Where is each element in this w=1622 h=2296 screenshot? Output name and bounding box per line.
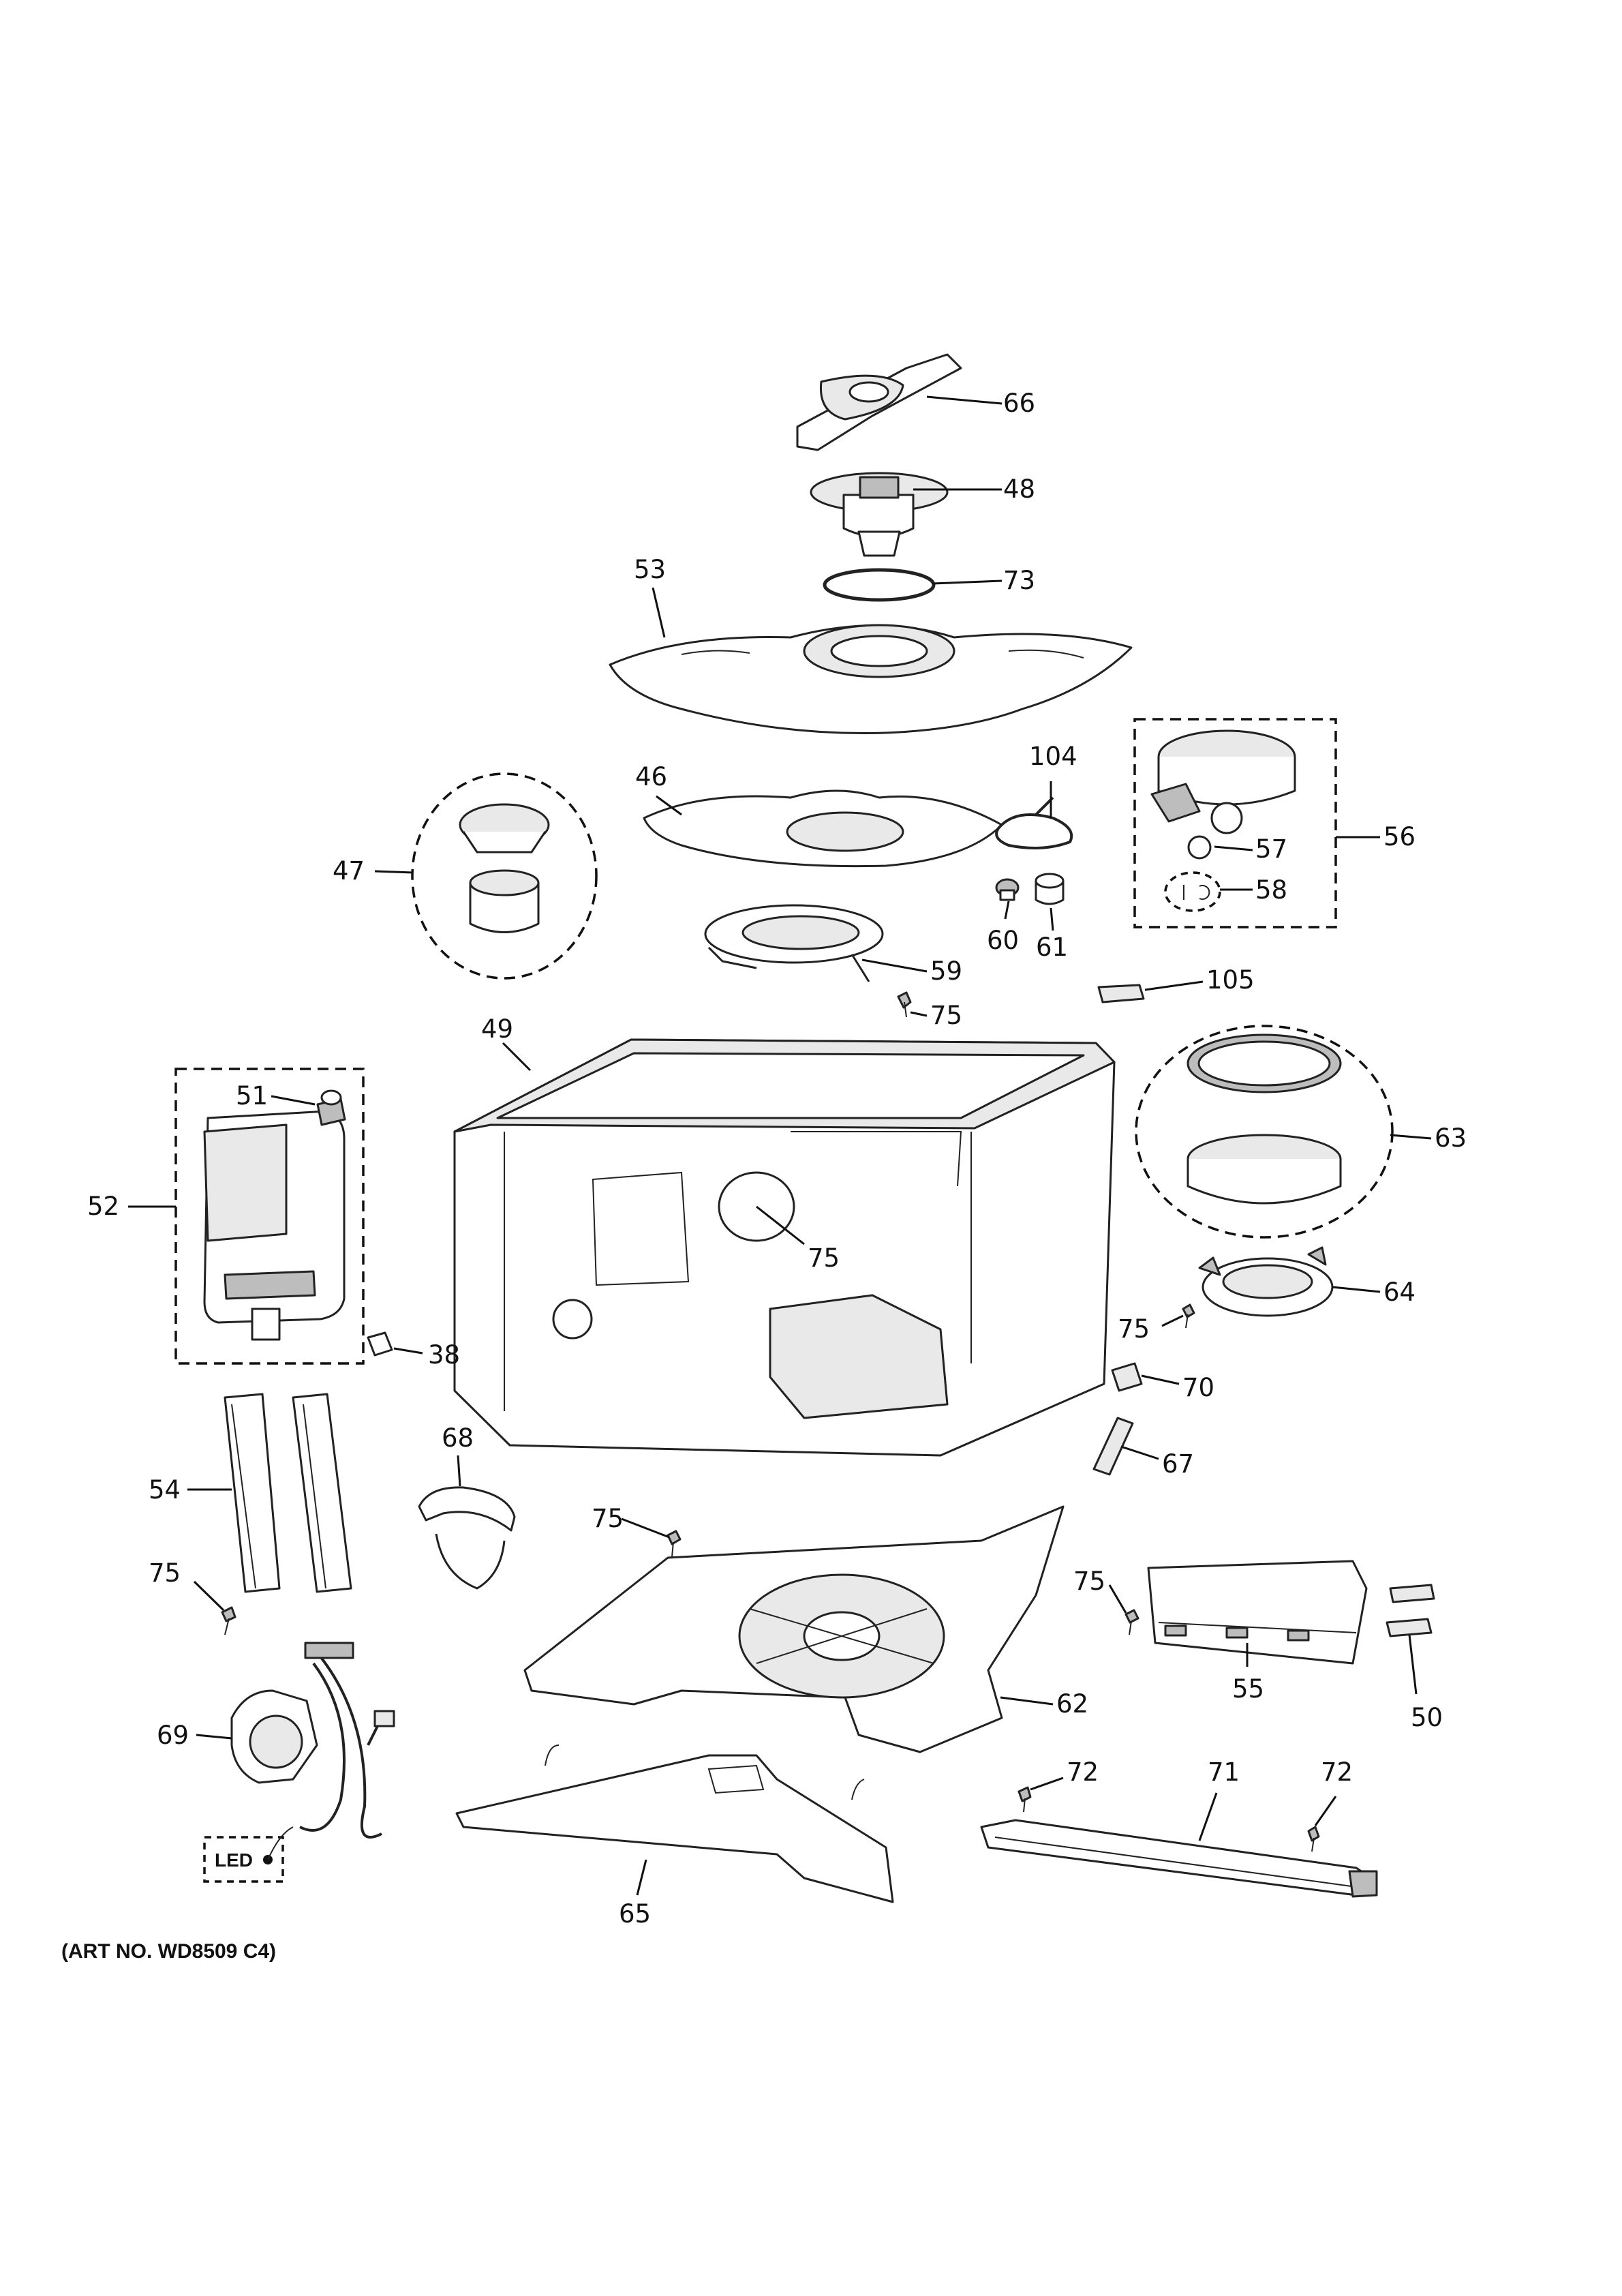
- part-50[interactable]: [1386, 1584, 1435, 1637]
- callout-69: 69: [157, 1721, 189, 1750]
- callout-48: 48: [1003, 474, 1035, 504]
- part-61[interactable]: [1035, 873, 1065, 905]
- group-56[interactable]: [1133, 718, 1337, 928]
- part-62[interactable]: [523, 1505, 1065, 1753]
- callout-62: 62: [1056, 1689, 1088, 1719]
- callout-64: 64: [1383, 1278, 1416, 1307]
- screw-75d[interactable]: [221, 1606, 236, 1635]
- o-ring-73[interactable]: [823, 568, 936, 602]
- part-51[interactable]: [316, 1089, 346, 1126]
- callout-52: 52: [87, 1192, 119, 1221]
- callout-59: 59: [930, 956, 962, 986]
- callout-75-a: 75: [930, 1001, 962, 1030]
- callout-54: 54: [149, 1475, 181, 1505]
- callout-53: 53: [634, 555, 666, 584]
- callout-104: 104: [1029, 742, 1077, 771]
- callout-72-b: 72: [1321, 1757, 1353, 1787]
- callout-55: 55: [1232, 1674, 1264, 1704]
- callout-49: 49: [481, 1014, 513, 1044]
- part-105[interactable]: [1097, 984, 1145, 1003]
- callout-56: 56: [1383, 822, 1416, 851]
- filter-46[interactable]: [643, 789, 1003, 868]
- callout-66: 66: [1003, 389, 1035, 418]
- callout-58: 58: [1255, 875, 1287, 905]
- sump-cover-53[interactable]: [609, 624, 1133, 735]
- ring-mount-59[interactable]: [704, 904, 884, 982]
- screw-75e[interactable]: [667, 1530, 682, 1558]
- tub-49[interactable]: [453, 1038, 1116, 1457]
- callout-38: 38: [428, 1340, 460, 1370]
- callout-68: 68: [442, 1423, 474, 1453]
- callout-75-d: 75: [149, 1558, 181, 1588]
- part-64[interactable]: [1198, 1246, 1334, 1317]
- screw-72b[interactable]: [1307, 1826, 1320, 1852]
- part-68[interactable]: [418, 1486, 516, 1590]
- screw-75f[interactable]: [1124, 1609, 1139, 1635]
- part-38[interactable]: [367, 1331, 393, 1357]
- group-63[interactable]: [1135, 1025, 1394, 1239]
- group-47[interactable]: [411, 772, 598, 980]
- callout-75-b: 75: [808, 1243, 840, 1273]
- spray-arm-66[interactable]: [796, 353, 962, 451]
- art-number: (ART NO. WD8509 C4): [61, 1940, 276, 1963]
- callout-57: 57: [1255, 834, 1287, 864]
- callout-61: 61: [1036, 933, 1068, 962]
- part-55[interactable]: [1147, 1560, 1368, 1665]
- callout-46: 46: [635, 762, 667, 791]
- callout-75-c: 75: [1118, 1314, 1150, 1344]
- screw-75c[interactable]: [1182, 1303, 1195, 1329]
- pump-impeller-48[interactable]: [810, 472, 949, 557]
- callout-50: 50: [1411, 1703, 1443, 1732]
- part-60[interactable]: [995, 878, 1020, 901]
- led-box: [203, 1826, 294, 1883]
- screw-72a[interactable]: [1017, 1786, 1032, 1813]
- part-54[interactable]: [224, 1393, 352, 1593]
- callout-71: 71: [1208, 1757, 1240, 1787]
- callout-47: 47: [333, 856, 365, 886]
- part-67[interactable]: [1092, 1417, 1134, 1476]
- callout-105: 105: [1206, 965, 1255, 995]
- callout-72-a: 72: [1067, 1757, 1099, 1787]
- part-71[interactable]: [980, 1819, 1378, 1898]
- callout-60: 60: [987, 926, 1019, 955]
- callout-51: 51: [236, 1081, 268, 1111]
- callout-75-f: 75: [1073, 1567, 1105, 1596]
- callout-63: 63: [1435, 1123, 1467, 1153]
- callout-73: 73: [1003, 566, 1035, 595]
- callout-67: 67: [1162, 1449, 1194, 1479]
- callout-70: 70: [1182, 1373, 1214, 1402]
- part-70[interactable]: [1111, 1362, 1143, 1392]
- group-52[interactable]: [174, 1068, 365, 1365]
- leader-lines: [128, 395, 1432, 1896]
- callout-75-e: 75: [592, 1504, 624, 1533]
- callout-65: 65: [619, 1899, 651, 1929]
- led-label: LED: [215, 1849, 253, 1871]
- callout-labels: 66 48 73 53 104 56 57 58 46 47 60 61 59 …: [61, 389, 1467, 1963]
- part-69[interactable]: [230, 1642, 395, 1839]
- screw-75a[interactable]: [897, 991, 912, 1018]
- part-65[interactable]: [455, 1744, 894, 1903]
- wire-harness-104[interactable]: [995, 796, 1073, 849]
